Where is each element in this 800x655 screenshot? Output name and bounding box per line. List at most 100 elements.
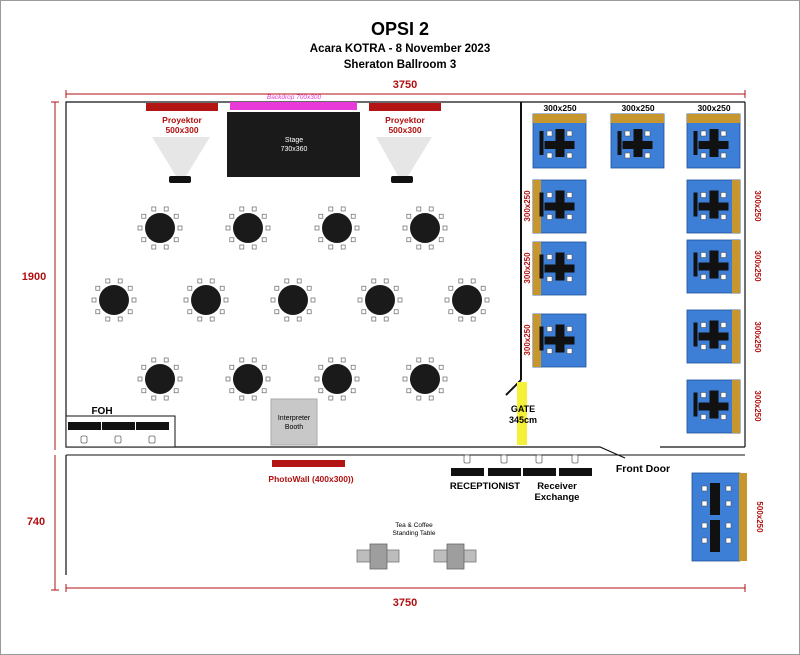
booth-chair (700, 274, 707, 280)
chair (183, 297, 189, 303)
chair (163, 206, 169, 212)
chair (416, 206, 422, 212)
chair (141, 237, 147, 243)
chair (500, 454, 508, 464)
chair (470, 278, 476, 284)
gate-label: GATE (511, 404, 535, 414)
booth-chair (725, 537, 732, 544)
chair (383, 278, 389, 284)
booth-chair (566, 348, 573, 354)
chair (117, 316, 123, 322)
chair (442, 225, 448, 231)
booth-shelf (539, 192, 544, 217)
booth-chair (720, 192, 727, 198)
booth-table (555, 324, 565, 353)
chair (571, 454, 579, 464)
projector-right-bar (369, 103, 441, 111)
chair (265, 376, 271, 382)
chair (151, 395, 157, 401)
chair (306, 285, 312, 291)
chair (197, 316, 203, 322)
chair (187, 309, 193, 315)
chair (310, 297, 316, 303)
desk (68, 422, 101, 430)
booth-chair (720, 130, 727, 137)
projector-left: Proyektor 500x300 (146, 103, 218, 183)
chair (141, 364, 147, 370)
booth-chair (720, 344, 727, 350)
booth-chair (720, 274, 727, 280)
chair (229, 364, 235, 370)
booth-backwall (611, 114, 664, 123)
lobby-height-label: 740 (27, 516, 45, 528)
chair (428, 206, 434, 212)
chair (187, 285, 193, 291)
chair (209, 278, 215, 284)
chair (229, 213, 235, 219)
chair (354, 376, 360, 382)
chair (438, 388, 444, 394)
chair (328, 206, 334, 212)
table-top (145, 364, 175, 394)
chair (274, 285, 280, 291)
booth-chair (546, 214, 553, 220)
projector-right-device (391, 176, 413, 183)
chair (458, 316, 464, 322)
booth-chair (566, 152, 573, 159)
chair (284, 316, 290, 322)
booth-chair (566, 192, 573, 198)
booth-size-label: 300x250 (697, 103, 730, 113)
booth-chair (700, 192, 707, 198)
chair (416, 357, 422, 363)
projector-left-size: 500x300 (165, 125, 198, 135)
chair (91, 297, 97, 303)
chair (406, 364, 412, 370)
chair (444, 297, 450, 303)
chair (141, 213, 147, 219)
page-title: OPSI 2 (371, 19, 429, 39)
booth-size-label: 300x250 (523, 324, 532, 356)
tea-coffee-label-1: Tea & Coffee (395, 522, 433, 529)
booth-chair (546, 192, 553, 198)
chair (402, 225, 408, 231)
table-top (322, 213, 352, 243)
booth-chair (546, 276, 553, 282)
booth-chair (720, 252, 727, 258)
chair (350, 237, 356, 243)
chair (229, 388, 235, 394)
round-table (402, 206, 448, 250)
chair (438, 213, 444, 219)
booth-chair (700, 152, 707, 159)
chair (470, 316, 476, 322)
backdrop (230, 102, 357, 110)
chair (151, 357, 157, 363)
front-door-label: Front Door (616, 463, 670, 475)
booth-chair (720, 214, 727, 220)
booth-backwall (732, 310, 740, 363)
round-table (137, 206, 183, 250)
booth-shelf (693, 322, 698, 347)
photowall-label: PhotoWall (400x300)) (268, 474, 353, 484)
booth-table (709, 190, 719, 219)
desk (102, 422, 135, 430)
lobby-booth: 500x250 (691, 472, 764, 562)
booth-chair (700, 322, 707, 328)
booth: 300x250 (523, 179, 587, 234)
desk (488, 468, 521, 476)
chair (428, 244, 434, 250)
booth-chair (701, 500, 708, 507)
chair (251, 357, 257, 363)
gate (517, 382, 527, 445)
top-width-label: 3750 (393, 79, 417, 91)
round-table (225, 206, 271, 250)
photowall (272, 460, 345, 467)
round-table (183, 278, 229, 322)
foh-desk (102, 422, 135, 444)
chair (117, 278, 123, 284)
table-top (278, 285, 308, 315)
standing-table (356, 543, 400, 570)
foh-desk (68, 422, 101, 444)
chair (428, 395, 434, 401)
chair (328, 244, 334, 250)
booth-size-label: 300x250 (523, 252, 532, 284)
